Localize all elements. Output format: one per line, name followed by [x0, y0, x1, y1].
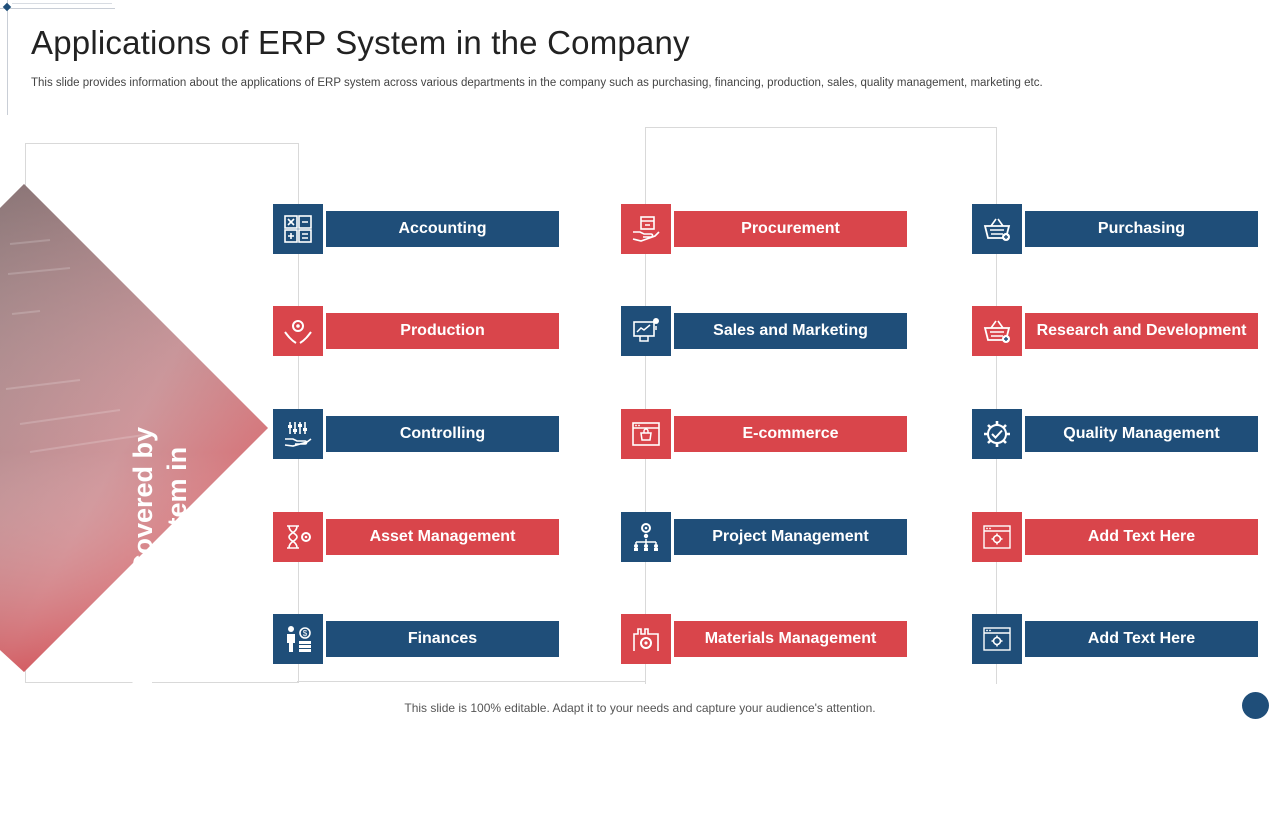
application-item-controlling: Controlling — [273, 409, 559, 459]
corner-decoration-line — [12, 3, 112, 4]
corner-decoration-line — [0, 8, 115, 9]
application-item-project-management: Project Management — [621, 512, 907, 562]
browser-gear-icon — [972, 512, 1022, 562]
application-item-purchasing: Purchasing — [972, 204, 1258, 254]
application-label: Procurement — [674, 211, 907, 247]
application-item-finances: $ Finances — [273, 614, 559, 664]
hourglass-gear-icon — [273, 512, 323, 562]
basket-icon — [972, 306, 1022, 356]
factory-gear-icon — [621, 614, 671, 664]
gear-check-icon — [972, 409, 1022, 459]
application-item-asset-management: Asset Management — [273, 512, 559, 562]
application-label: Production — [326, 313, 559, 349]
side-banner: Multiple Areas Covered by an Ideal ERP S… — [0, 184, 270, 765]
sales-screen-icon — [621, 306, 671, 356]
hand-box-icon — [621, 204, 671, 254]
application-item-procurement: Procurement — [621, 204, 907, 254]
side-banner-text: Multiple Areas Covered by an Ideal ERP S… — [126, 362, 228, 830]
application-item-quality-management: Quality Management — [972, 409, 1258, 459]
application-label: Controlling — [326, 416, 559, 452]
application-item-add-text-here: Add Text Here — [972, 512, 1258, 562]
application-item-research-and-development: Research and Development — [972, 306, 1258, 356]
slide-title: Applications of ERP System in the Compan… — [31, 24, 690, 61]
side-banner-line: an Ideal ERP System in — [162, 446, 192, 746]
application-item-production: Production — [273, 306, 559, 356]
svg-text:$: $ — [303, 629, 308, 638]
application-label: Purchasing — [1025, 211, 1258, 247]
corner-decoration-line — [7, 0, 8, 115]
org-chart-gear-icon — [621, 512, 671, 562]
basket-icon — [972, 204, 1022, 254]
application-label: Materials Management — [674, 621, 907, 657]
side-banner-line: Multiple Areas Covered by — [128, 426, 158, 766]
person-money-icon: $ — [273, 614, 323, 664]
hand-gear-icon — [273, 306, 323, 356]
application-label: E-commerce — [674, 416, 907, 452]
hand-sliders-icon — [273, 409, 323, 459]
connector-line-bottom — [297, 681, 646, 682]
corner-decoration-dot — [2, 2, 12, 12]
application-item-e-commerce: E-commerce — [621, 409, 907, 459]
browser-gear-icon — [972, 614, 1022, 664]
side-banner-line: the Company — [196, 510, 226, 682]
application-item-add-text-here: Add Text Here — [972, 614, 1258, 664]
browser-cart-icon — [621, 409, 671, 459]
application-label: Asset Management — [326, 519, 559, 555]
application-label: Project Management — [674, 519, 907, 555]
application-label: Add Text Here — [1025, 519, 1258, 555]
application-label: Research and Development — [1025, 313, 1258, 349]
application-item-materials-management: Materials Management — [621, 614, 907, 664]
application-item-sales-and-marketing: Sales and Marketing — [621, 306, 907, 356]
footer-note: This slide is 100% editable. Adapt it to… — [404, 701, 876, 715]
slide-subtitle: This slide provides information about th… — [31, 77, 1043, 89]
application-item-accounting: Accounting — [273, 204, 559, 254]
application-label: Add Text Here — [1025, 621, 1258, 657]
application-label: Quality Management — [1025, 416, 1258, 452]
nav-circle-button[interactable] — [1242, 692, 1269, 719]
application-label: Finances — [326, 621, 559, 657]
application-label: Accounting — [326, 211, 559, 247]
calculator-icon — [273, 204, 323, 254]
application-label: Sales and Marketing — [674, 313, 907, 349]
connector-frame-right — [645, 127, 997, 684]
